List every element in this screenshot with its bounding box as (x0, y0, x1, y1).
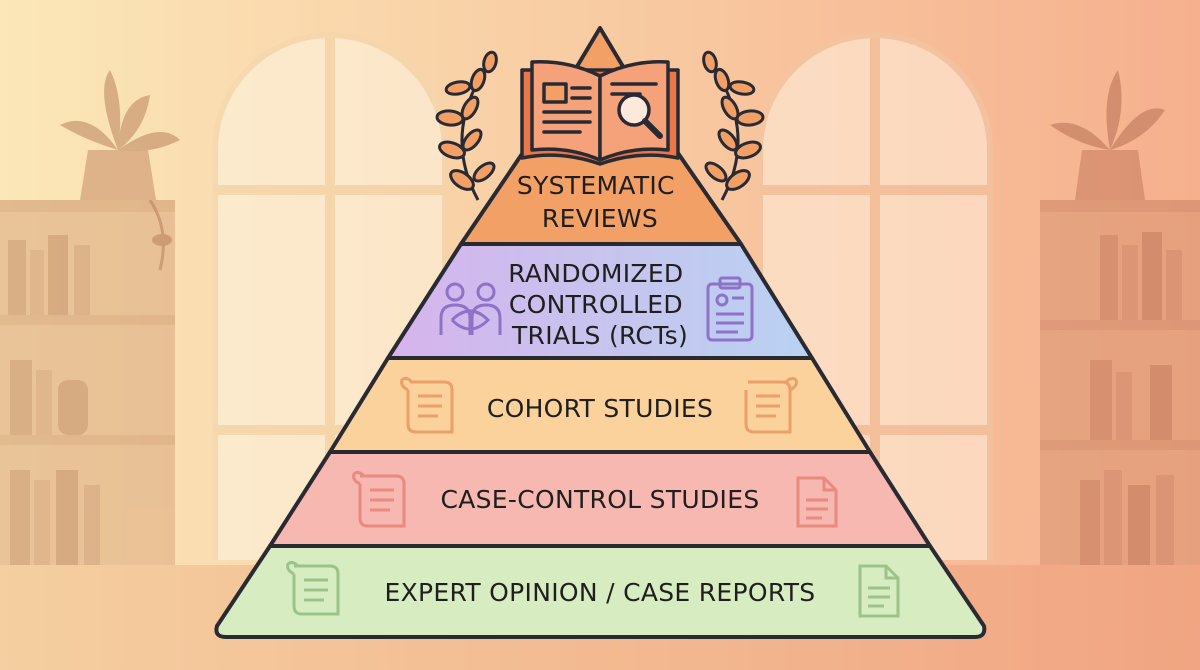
tier-2-line-1: RANDOMIZED (508, 259, 683, 288)
pyramid (214, 26, 987, 639)
open-book-magnifier-icon (520, 60, 680, 166)
tier-1-line-1: SYSTEMATIC (517, 171, 675, 200)
tier-3-label: COHORT STUDIES (487, 394, 713, 423)
scroll-icon (400, 376, 454, 434)
document-icon (858, 564, 900, 618)
linked-people-icon (439, 282, 502, 335)
laurel-right-icon (702, 50, 765, 201)
plant-right (1050, 70, 1165, 200)
scroll-icon (352, 470, 406, 528)
scroll-icon (744, 376, 798, 434)
scroll-icon (286, 560, 340, 616)
tier-3-line-1: COHORT STUDIES (487, 394, 713, 423)
clipboard-profile-icon (706, 276, 754, 342)
tier-2-line-2: CONTROLLED (509, 290, 683, 319)
tier-1-label: SYSTEMATIC REVIEWS (517, 171, 683, 233)
tier-5-line-1: EXPERT OPINION / CASE REPORTS (385, 578, 816, 607)
tier-5-label: EXPERT OPINION / CASE REPORTS (385, 578, 816, 607)
bookshelf-right (1040, 200, 1200, 565)
tier-2-label: RANDOMIZED CONTROLLED TRIALS (RCTs) (508, 259, 691, 350)
tier-1-line-2: REVIEWS (542, 204, 658, 233)
tier-4-line-1: CASE-CONTROL STUDIES (440, 485, 759, 514)
tier-2-line-3: TRIALS (RCTs) (511, 321, 688, 350)
bookshelf-left (0, 200, 175, 565)
tier-4-label: CASE-CONTROL STUDIES (440, 485, 759, 514)
document-icon (796, 476, 838, 528)
laurel-left-icon (435, 50, 498, 201)
tier-expert-opinion (214, 544, 987, 639)
plant-left (60, 70, 180, 271)
